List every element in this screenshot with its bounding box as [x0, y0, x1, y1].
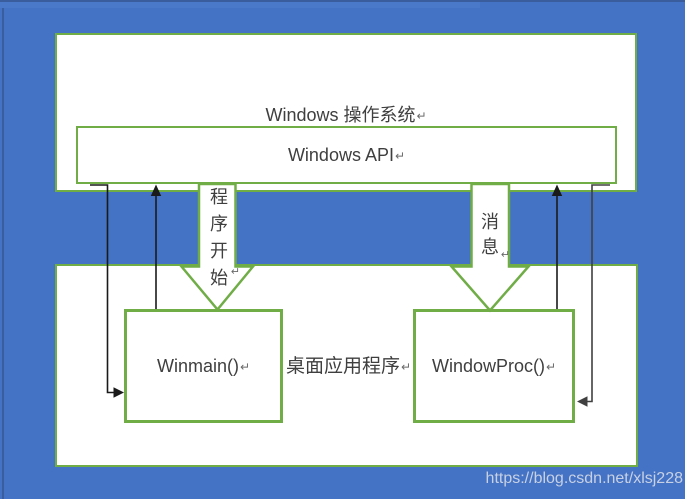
left-arrow-label: 程序开始 ↵ — [208, 184, 240, 292]
window-edge-top — [0, 0, 685, 2]
paragraph-mark-icon: ↵ — [394, 148, 406, 163]
watermark-url: https://blog.csdn.net/xlsj228 — [485, 470, 683, 487]
winmain-box-title: Winmain()↵ — [157, 356, 250, 377]
desktop-app-label: 桌面应用程序↵ — [286, 351, 411, 378]
windowproc-box-title: WindowProc()↵ — [432, 356, 556, 377]
paragraph-mark-icon: ↵ — [500, 249, 510, 261]
winmain-box-title-text: Winmain() — [156, 355, 239, 376]
windowproc-box-title-text: WindowProc() — [431, 355, 545, 376]
left-arrow-label-text: 程序开始 — [210, 187, 228, 288]
paragraph-mark-icon: ↵ — [545, 359, 557, 374]
paragraph-mark-icon: ↵ — [416, 109, 427, 123]
os-box-title-text: Windows 操作系统 — [265, 105, 416, 125]
api-box-title-text: Windows API — [287, 144, 394, 165]
right-arrow-label-text: 消息 — [481, 212, 499, 257]
window-edge-left — [2, 8, 4, 499]
right-arrow-label: 消息 ↵ — [479, 210, 510, 261]
paragraph-mark-icon: ↵ — [239, 359, 251, 374]
api-box: Windows API↵ — [76, 126, 617, 184]
api-box-title: Windows API↵ — [288, 145, 405, 166]
window-edge-top-highlight — [0, 2, 480, 8]
os-box-title: Windows 操作系统↵ — [57, 101, 635, 127]
windowproc-box: WindowProc()↵ — [413, 309, 575, 423]
desktop-app-label-text: 桌面应用程序 — [286, 356, 401, 377]
paragraph-mark-icon: ↵ — [401, 360, 412, 374]
winmain-box: Winmain()↵ — [124, 309, 283, 423]
paragraph-mark-icon: ↵ — [230, 266, 240, 278]
